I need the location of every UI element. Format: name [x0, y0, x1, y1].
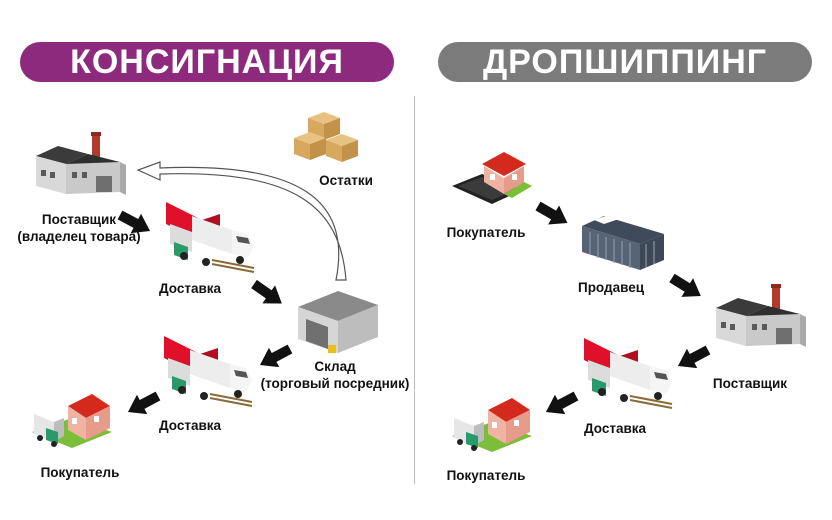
delivery-label-1: Доставка: [158, 281, 222, 296]
buyer-house-icon: [32, 394, 112, 448]
delivery-label-3: Доставка: [583, 421, 647, 436]
consignment-title: КОНСИГНАЦИЯ: [70, 42, 344, 81]
consignment-title-banner: КОНСИГНАЦИЯ: [20, 42, 394, 82]
arrow-icon: [122, 386, 164, 422]
seller-store-icon: [581, 213, 665, 271]
warehouse-label: Склад (торговый посредник): [245, 358, 425, 392]
supplier-label: Поставщик (владелец товара): [0, 211, 158, 245]
supplier-label-line2: (владелец товара): [17, 229, 141, 244]
buyer-house-icon-1: [452, 152, 532, 204]
arrow-icon: [540, 386, 582, 422]
dropshipping-title-banner: ДРОПШИППИНГ: [438, 42, 812, 82]
buyer-house-icon-2: [452, 398, 532, 452]
buyer-label-1: Покупатель: [446, 225, 526, 240]
buyer-label-2: Покупатель: [446, 468, 526, 483]
supplier-label-line1: Поставщик: [41, 212, 117, 227]
leftovers-label: Остатки: [319, 173, 373, 188]
dropshipping-title: ДРОПШИППИНГ: [482, 42, 768, 81]
delivery-label-2: Доставка: [158, 418, 222, 433]
seller-label: Продавец: [577, 280, 645, 295]
delivery-truck-icon-2: [163, 335, 253, 407]
column-divider: [414, 96, 415, 484]
supplier-label-2: Поставщик: [712, 376, 788, 391]
warehouse-label-line1: Склад: [314, 359, 356, 374]
arrow-icon: [532, 196, 573, 233]
warehouse-label-line2: (торговый посредник): [260, 376, 410, 391]
leftovers-boxes-icon: [294, 112, 358, 162]
arrow-icon: [672, 340, 714, 376]
arrow-icon: [666, 268, 707, 306]
supplier-factory-icon-2: [716, 284, 806, 347]
buyer-label: Покупатель: [40, 465, 120, 480]
delivery-truck-icon-3: [583, 337, 673, 409]
arrow-icon: [254, 339, 296, 375]
